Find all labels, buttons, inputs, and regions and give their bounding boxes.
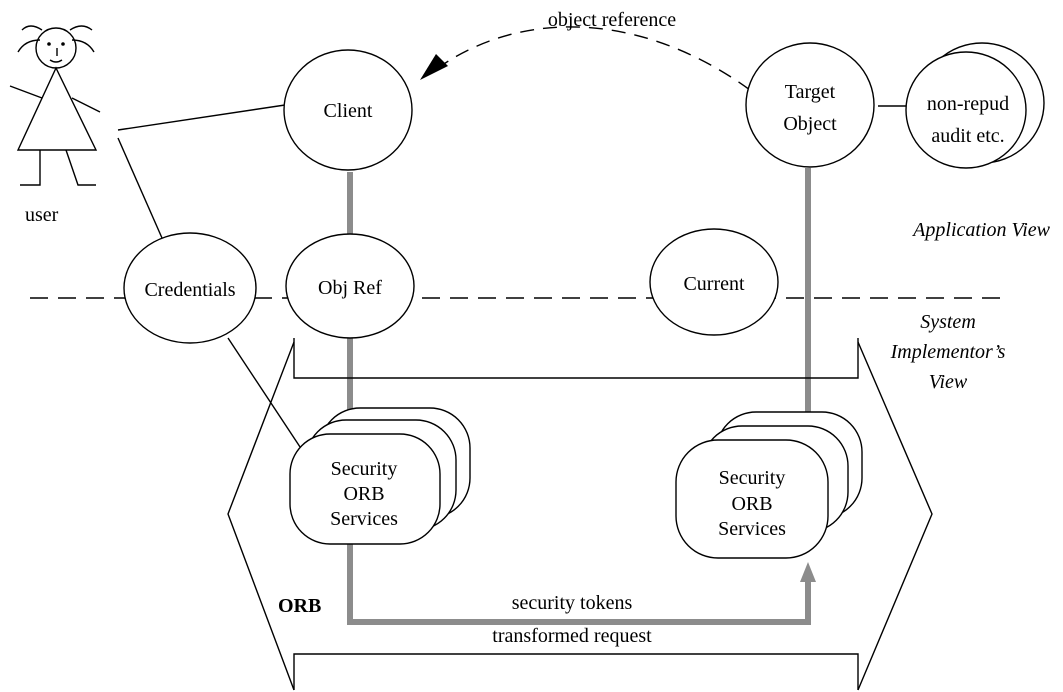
user-leg-right <box>65 149 96 186</box>
credentials-to-security-line <box>227 337 307 457</box>
user-leg-left <box>20 150 41 186</box>
user-body <box>16 66 98 151</box>
object-reference-arc <box>437 26 751 91</box>
user-arm-left <box>9 85 43 99</box>
orb-label: ORB <box>278 595 321 617</box>
orb-frame-left <box>227 341 295 691</box>
security-orb-services-left: Security ORB Services <box>289 407 471 545</box>
credentials-label: Credentials <box>144 279 235 301</box>
nonrepud-label-line1: non-repud <box>927 93 1009 115</box>
system-view-label-line2: Implementor’s <box>890 341 1006 363</box>
target-label-line1: Target <box>785 81 836 103</box>
user-mouth <box>49 59 63 63</box>
security-right-label-line3: Services <box>718 518 786 540</box>
security-right-label-line2: ORB <box>731 493 772 515</box>
obj-ref-node <box>285 233 415 339</box>
user-eye-right <box>61 42 65 46</box>
obj-ref-label: Obj Ref <box>318 277 382 299</box>
current-label: Current <box>683 273 745 295</box>
user-arm-right <box>71 97 101 113</box>
object-reference-label: object reference <box>548 9 676 31</box>
security-right-card-1 <box>675 439 829 559</box>
user-hair <box>17 25 95 53</box>
security-orb-services-right: Security ORB Services <box>675 411 863 559</box>
application-view-label: Application View <box>911 219 1050 241</box>
user-to-credentials-line <box>117 137 163 239</box>
object-reference-arrowhead <box>420 54 448 80</box>
orb-frame-bottom <box>293 653 859 690</box>
transformed-request-label: transformed request <box>492 625 652 647</box>
user-eye-left <box>47 42 51 46</box>
user-label: user <box>25 204 59 226</box>
target-label-line2: Object <box>783 113 837 135</box>
current-node <box>649 228 779 336</box>
audit-front-circle <box>905 51 1027 169</box>
orb-request-path <box>347 540 811 625</box>
nonrepud-label-line2: audit etc. <box>931 125 1004 147</box>
security-left-label-line1: Security <box>331 458 398 480</box>
system-view-label-line3: View <box>929 371 968 393</box>
security-left-label-line2: ORB <box>343 483 384 505</box>
user-to-client-line <box>117 104 286 131</box>
request-arrowhead <box>800 562 816 582</box>
security-right-label-line1: Security <box>719 467 786 489</box>
system-view-label-line1: System <box>920 311 976 333</box>
client-label: Client <box>324 100 373 122</box>
orb-frame-right <box>857 341 933 691</box>
credentials-node <box>123 232 257 344</box>
target-object-node <box>745 42 875 168</box>
security-left-card-1 <box>289 433 441 545</box>
user-stick-figure <box>9 25 101 186</box>
security-tokens-label: security tokens <box>512 592 633 614</box>
security-left-label-line3: Services <box>330 508 398 530</box>
client-node <box>283 49 413 171</box>
orb-frame-top <box>293 338 859 379</box>
